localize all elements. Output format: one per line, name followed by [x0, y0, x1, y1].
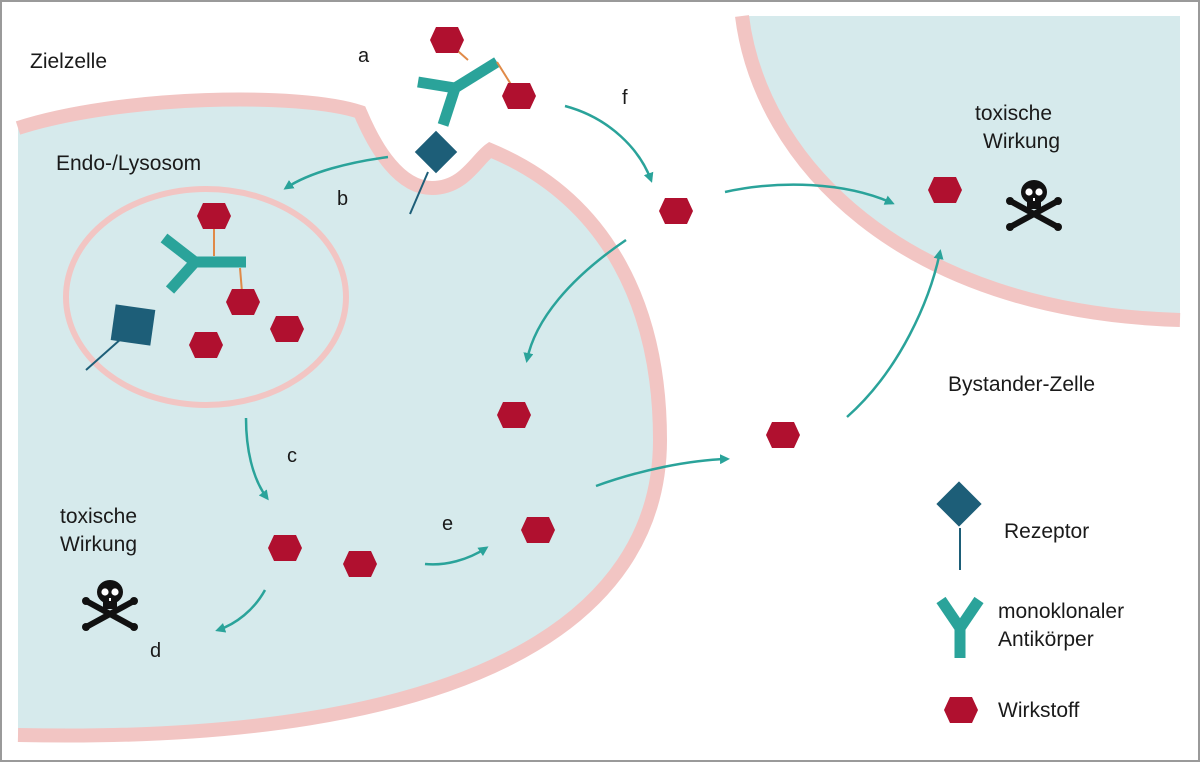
step-label-e: e	[442, 513, 453, 535]
surface-drug-icon-1	[430, 27, 464, 53]
arrow-f-2	[724, 183, 895, 205]
step-label-b: b	[337, 188, 348, 210]
arrow-c	[244, 417, 269, 501]
drug-icon-cytoplasm-3	[343, 551, 377, 577]
step-label-f: f	[622, 87, 628, 109]
arrow-e	[424, 546, 489, 566]
drug-icon-cytoplasm-2	[268, 535, 302, 561]
legend-antibody-label-2: Antikörper	[998, 628, 1094, 651]
drug-icon-bystander	[928, 177, 962, 203]
arrow-b	[283, 155, 389, 190]
arrows	[215, 104, 944, 633]
legend-antibody-icon	[936, 596, 984, 658]
bystander-cell	[735, 15, 1181, 327]
lysosome-drug-icon-1	[197, 203, 231, 229]
lysosome-drug-icon-2	[226, 289, 260, 315]
label-toxic-target-2: Wirkung	[60, 533, 137, 556]
drug-icon-extracellular-1	[659, 198, 693, 224]
lysosome-receptor-icon	[85, 304, 156, 371]
drug-icon-extracellular-2	[766, 422, 800, 448]
drug-icon-cytoplasm-1	[497, 402, 531, 428]
arrow-to-bystander	[846, 249, 944, 418]
step-label-a: a	[358, 45, 370, 67]
surface-antibody-icon	[417, 43, 513, 127]
lysosome-antibody-icon	[160, 228, 246, 294]
legend-drug-label: Wirkstoff	[998, 699, 1079, 722]
surface-drug-icon-2	[502, 83, 536, 109]
legend: Rezeptor monoklonaler Antikörper Wirksto…	[936, 481, 1124, 723]
lysosome-drug-icon-4	[189, 332, 223, 358]
arrow-into-cell	[523, 238, 627, 363]
arrow-out-cell	[595, 454, 730, 488]
label-endo-lysosome: Endo-/Lysosom	[56, 152, 201, 175]
label-bystander-cell: Bystander-Zelle	[948, 373, 1095, 396]
arrow-d	[215, 589, 267, 633]
step-label-c: c	[287, 445, 297, 467]
label-toxic-bystander-2: Wirkung	[983, 130, 1060, 153]
label-toxic-target-1: toxische	[60, 505, 137, 528]
label-target-cell: Zielzelle	[30, 50, 107, 73]
label-toxic-bystander-1: toxische	[975, 102, 1052, 125]
surface-receptor-icon	[409, 130, 458, 215]
drug-icon-cytoplasm-4	[521, 517, 555, 543]
step-label-d: d	[150, 640, 161, 662]
legend-drug-icon	[944, 697, 978, 723]
legend-receptor-label: Rezeptor	[1004, 520, 1089, 543]
arrow-f-1	[564, 104, 654, 183]
legend-antibody-label-1: monoklonaler	[998, 600, 1124, 623]
endo-lysosome	[63, 186, 349, 408]
lysosome-drug-icon-3	[270, 316, 304, 342]
